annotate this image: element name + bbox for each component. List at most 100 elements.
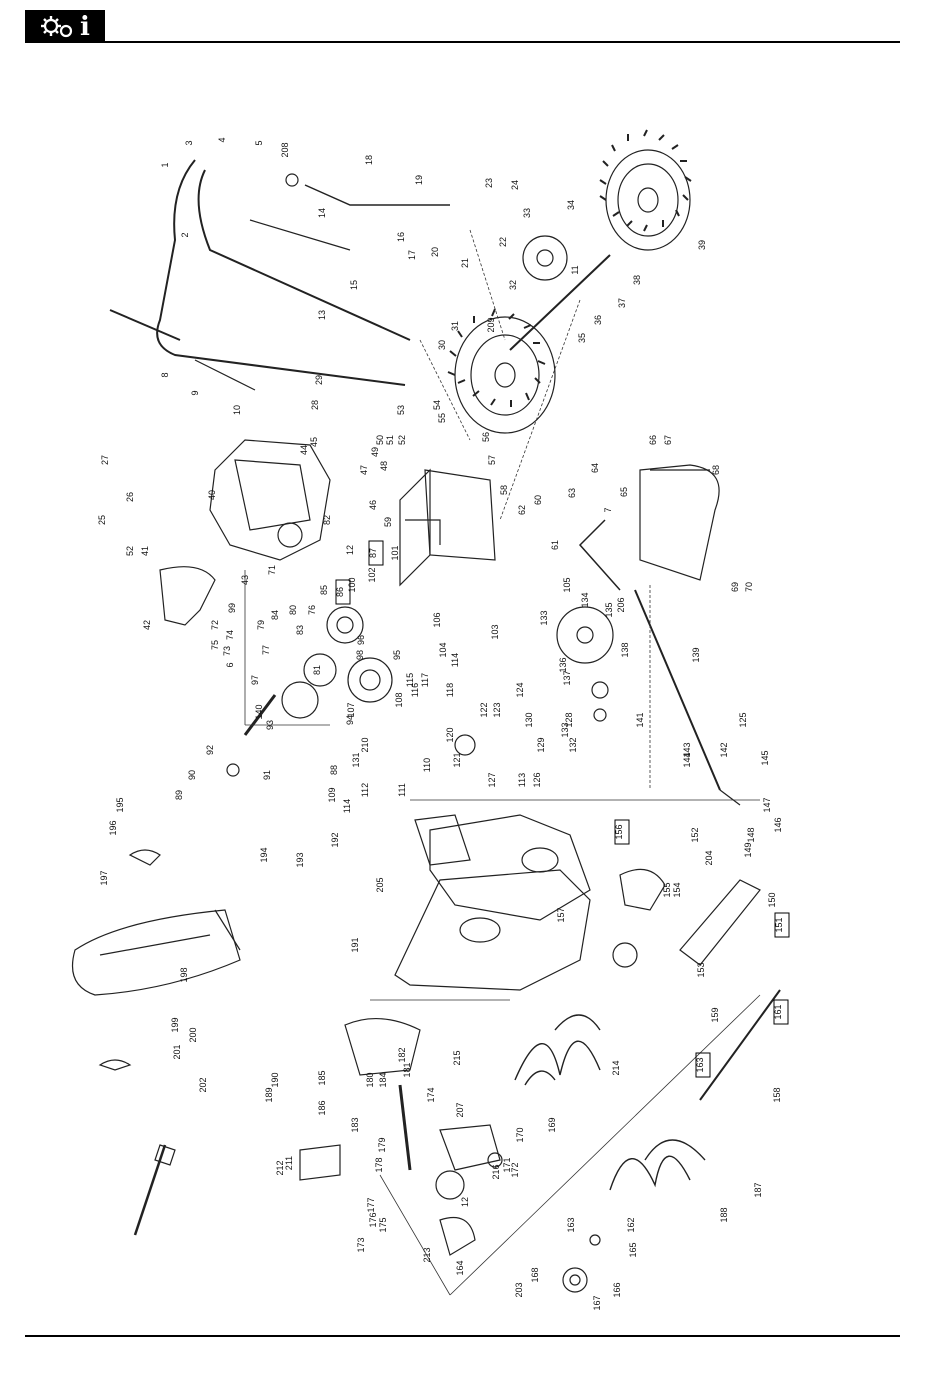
part-label-214: 214 — [611, 1060, 621, 1075]
part-label-122: 122 — [479, 702, 489, 717]
part-label-102: 102 — [367, 567, 377, 582]
part-label-52: 52 — [397, 435, 407, 445]
part-label-77: 77 — [261, 645, 271, 655]
part-label-114: 114 — [450, 653, 460, 667]
part-label-150: 150 — [767, 892, 777, 907]
part-label-197: 197 — [99, 870, 109, 885]
auger-169 — [514, 1014, 601, 1086]
part-label-98: 98 — [355, 650, 365, 660]
part-label-144: 144 — [682, 752, 692, 767]
part-label-116: 116 — [410, 683, 420, 697]
part-label-82: 82 — [322, 515, 332, 525]
part-label-47: 47 — [359, 465, 369, 475]
part-label-129: 129 — [536, 737, 546, 752]
axle-36 — [509, 254, 611, 351]
part-label-168: 168 — [530, 1267, 540, 1282]
part-label-167: 167 — [592, 1295, 602, 1310]
part-label-14: 14 — [317, 208, 327, 218]
wheel-209 — [447, 308, 556, 434]
part-label-74: 74 — [225, 630, 235, 640]
part-label-198: 198 — [179, 967, 189, 982]
pulley-93 — [281, 681, 319, 719]
part-label-140: 140 — [254, 704, 264, 719]
part-label-26: 26 — [125, 492, 135, 502]
part-box-161 — [773, 999, 789, 1025]
part-label-196: 196 — [108, 820, 118, 835]
part-label-115: 115 — [405, 673, 415, 687]
part-label-209: 209 — [486, 317, 496, 332]
part-label-16: 16 — [396, 232, 406, 242]
part-label-143: 143 — [682, 742, 692, 757]
part-label-177: 177 — [366, 1197, 376, 1212]
part-label-56: 56 — [481, 432, 491, 442]
part-label-67: 67 — [663, 435, 673, 445]
shaft-92 — [243, 694, 277, 736]
part-label-164: 164 — [455, 1260, 465, 1275]
part-box-87 — [368, 540, 384, 566]
bracket-151 — [679, 879, 761, 966]
handle-upper — [156, 159, 406, 386]
part-label-159: 159 — [710, 1007, 720, 1022]
part-label-76: 76 — [307, 605, 317, 615]
part-label-149: 149 — [743, 842, 753, 857]
auger-housing-157 — [394, 869, 591, 991]
header-rule — [105, 41, 900, 43]
part-label-162: 162 — [626, 1217, 636, 1232]
part-label-43: 43 — [240, 575, 250, 585]
part-label-195: 195 — [115, 797, 125, 812]
part-label-157: 157 — [556, 907, 566, 922]
part-label-63: 63 — [567, 488, 577, 498]
part-label-147: 147 — [762, 797, 772, 812]
part-label-75: 75 — [210, 640, 220, 650]
part-label-30: 30 — [437, 340, 447, 350]
part-box-86 — [335, 579, 351, 605]
part-label-176: 176 — [368, 1212, 378, 1227]
part-label-121: 121 — [452, 752, 462, 767]
part-label-69: 69 — [730, 582, 740, 592]
part-label-200: 200 — [188, 1027, 198, 1042]
part-label-51: 51 — [385, 435, 395, 445]
part-label-203: 203 — [514, 1282, 524, 1297]
part-label-25: 25 — [97, 515, 107, 525]
part-label-58: 58 — [499, 485, 509, 495]
part-label-114: 114 — [342, 799, 352, 813]
part-label-156: 156 — [614, 824, 624, 839]
part-label-89: 89 — [174, 790, 184, 800]
part-label-207: 207 — [455, 1102, 465, 1117]
handle-crossbar — [109, 309, 181, 341]
part-label-133: 133 — [560, 722, 570, 737]
part-label-41: 41 — [140, 546, 150, 556]
bearing-90 — [226, 763, 240, 777]
part-label-4: 4 — [217, 137, 227, 142]
part-label-84: 84 — [270, 610, 280, 620]
part-label-5: 5 — [254, 140, 264, 145]
part-label-124: 124 — [515, 682, 525, 697]
plate-216 — [439, 1216, 476, 1256]
part-label-22: 22 — [498, 237, 508, 247]
part-label-29: 29 — [314, 375, 324, 385]
wheel-136 — [556, 606, 614, 664]
part-box-151 — [774, 912, 790, 938]
part-label-81: 81 — [312, 665, 322, 675]
footer-rule — [25, 1335, 900, 1337]
part-label-50: 50 — [375, 435, 385, 445]
part-label-100: 100 — [347, 577, 357, 592]
part-label-131: 131 — [351, 752, 361, 767]
part-label-85: 85 — [319, 585, 329, 595]
part-label-178: 178 — [374, 1157, 384, 1172]
part-label-171: 171 — [502, 1157, 512, 1172]
part-label-216: 216 — [491, 1164, 501, 1179]
control-rod-18 — [304, 184, 450, 206]
part-label-181: 181 — [402, 1062, 412, 1077]
part-label-165: 165 — [628, 1242, 638, 1257]
part-label-108: 108 — [394, 692, 404, 707]
part-label-6: 6 — [225, 662, 235, 667]
part-label-188: 188 — [719, 1207, 729, 1222]
part-label-12: 12 — [345, 545, 355, 555]
part-label-180: 180 — [365, 1072, 375, 1087]
scraper-186 — [299, 1144, 341, 1181]
part-label-146: 146 — [773, 817, 783, 832]
part-label-99: 99 — [227, 603, 237, 613]
part-label-13: 13 — [317, 310, 327, 320]
